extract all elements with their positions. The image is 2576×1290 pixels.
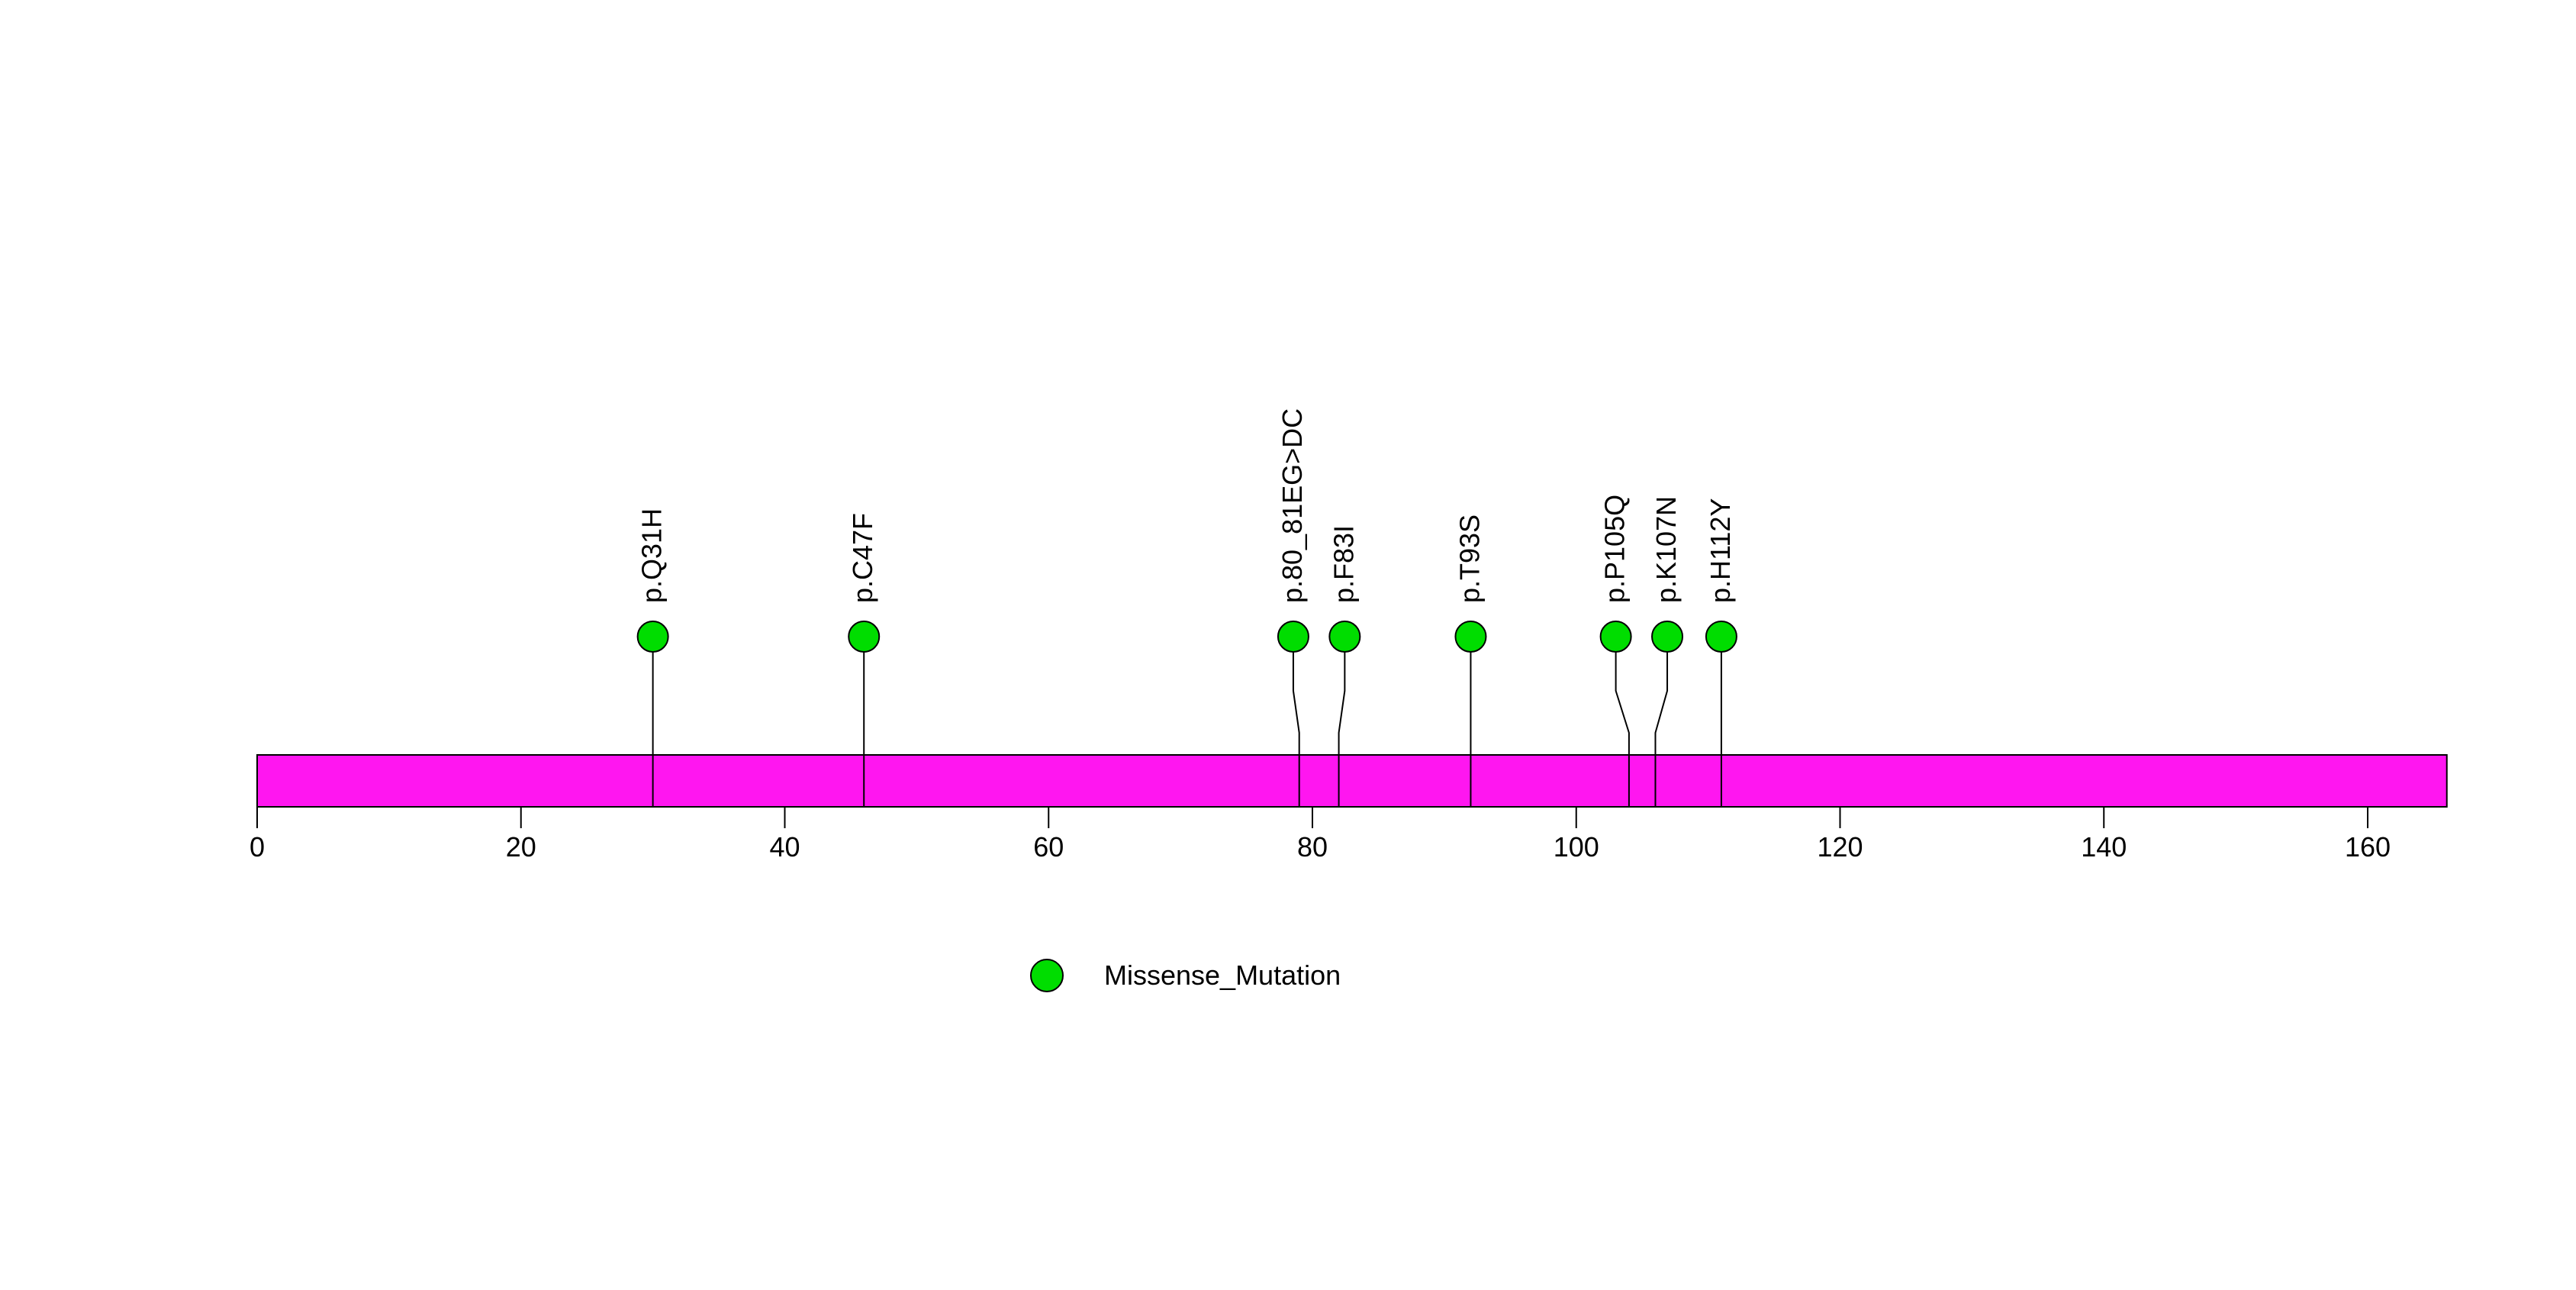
axis-tick-label: 160	[2345, 831, 2391, 863]
mutation-point	[1277, 621, 1309, 653]
axis-tick-label: 20	[506, 831, 536, 863]
mutation-label: p.80_81EG>DC	[1277, 408, 1308, 603]
axis-tick-label: 0	[250, 831, 265, 863]
mutation-point	[848, 621, 881, 653]
mutation-stem	[1292, 637, 1300, 807]
mutation-label: p.T93S	[1454, 514, 1485, 603]
mutation-label: p.K107N	[1650, 496, 1682, 603]
axis-tick-label: 80	[1297, 831, 1328, 863]
mutation-point	[1328, 621, 1361, 653]
axis-tick-label: 140	[2081, 831, 2127, 863]
mutation-point	[1705, 621, 1737, 653]
axis-tick-label: 60	[1033, 831, 1064, 863]
mutation-label: p.H112Y	[1705, 498, 1736, 603]
mutation-stem	[1615, 637, 1630, 807]
legend: Missense_Mutation	[1030, 959, 1341, 992]
legend-label-missense-mutation: Missense_Mutation	[1104, 959, 1341, 991]
mutation-point	[1651, 621, 1684, 653]
axis-tick-label: 120	[1817, 831, 1863, 863]
mutation-point	[1599, 621, 1632, 653]
mutation-stem	[1654, 637, 1669, 807]
mutation-label: p.Q31H	[636, 508, 668, 603]
mutation-label: p.P105Q	[1599, 495, 1631, 603]
axis-tick-label: 100	[1554, 831, 1599, 863]
mutation-point	[636, 621, 669, 653]
mutation-stem	[1338, 637, 1346, 807]
mutation-label: p.C47F	[847, 513, 878, 603]
mutation-label: p.F83I	[1328, 525, 1359, 603]
protein-bar	[256, 754, 2448, 808]
axis-tick-label: 40	[769, 831, 800, 863]
mutation-point	[1454, 621, 1487, 653]
legend-swatch-missense-mutation	[1030, 959, 1064, 992]
